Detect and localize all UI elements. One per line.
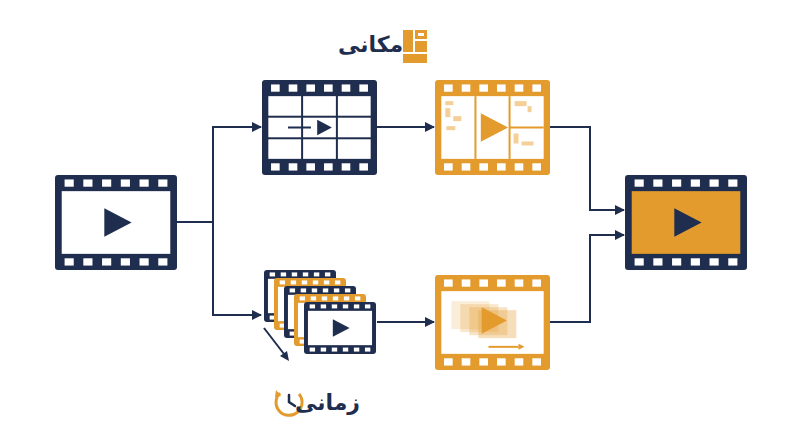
spatial-icon — [403, 30, 427, 63]
video-icon — [435, 275, 550, 370]
flow-arrow — [377, 321, 434, 323]
video-icon — [262, 270, 377, 365]
branch-label: زمانی — [270, 388, 385, 418]
video-node: زمانی — [262, 270, 377, 365]
video-icon — [625, 175, 747, 270]
time-arrowhead — [280, 351, 289, 361]
branch-label: مکانی — [313, 30, 428, 60]
flow-arrow — [550, 127, 624, 210]
film-strip — [304, 302, 376, 354]
video-node — [435, 275, 550, 370]
play-triangle — [333, 319, 350, 337]
video-node — [625, 175, 747, 270]
play-triangle — [482, 307, 507, 333]
video-node — [55, 175, 177, 270]
play-triangle — [317, 120, 332, 135]
film-strip — [262, 80, 377, 175]
time-arrow — [264, 328, 284, 354]
film-strip — [435, 275, 550, 370]
video-icon — [55, 175, 177, 270]
flow-arrow — [550, 235, 624, 322]
flow-arrow — [377, 126, 434, 128]
flow-arrow — [177, 222, 261, 315]
play-triangle — [104, 208, 131, 237]
film-strip — [55, 175, 177, 270]
play-triangle — [674, 208, 701, 237]
video-icon — [435, 80, 550, 175]
flow-arrow — [177, 127, 261, 222]
video-node: مکانی — [262, 80, 377, 175]
video-node — [435, 80, 550, 175]
play-triangle — [481, 113, 508, 142]
video-icon — [262, 80, 377, 175]
film-strip — [625, 175, 747, 270]
film-strip — [435, 80, 550, 175]
